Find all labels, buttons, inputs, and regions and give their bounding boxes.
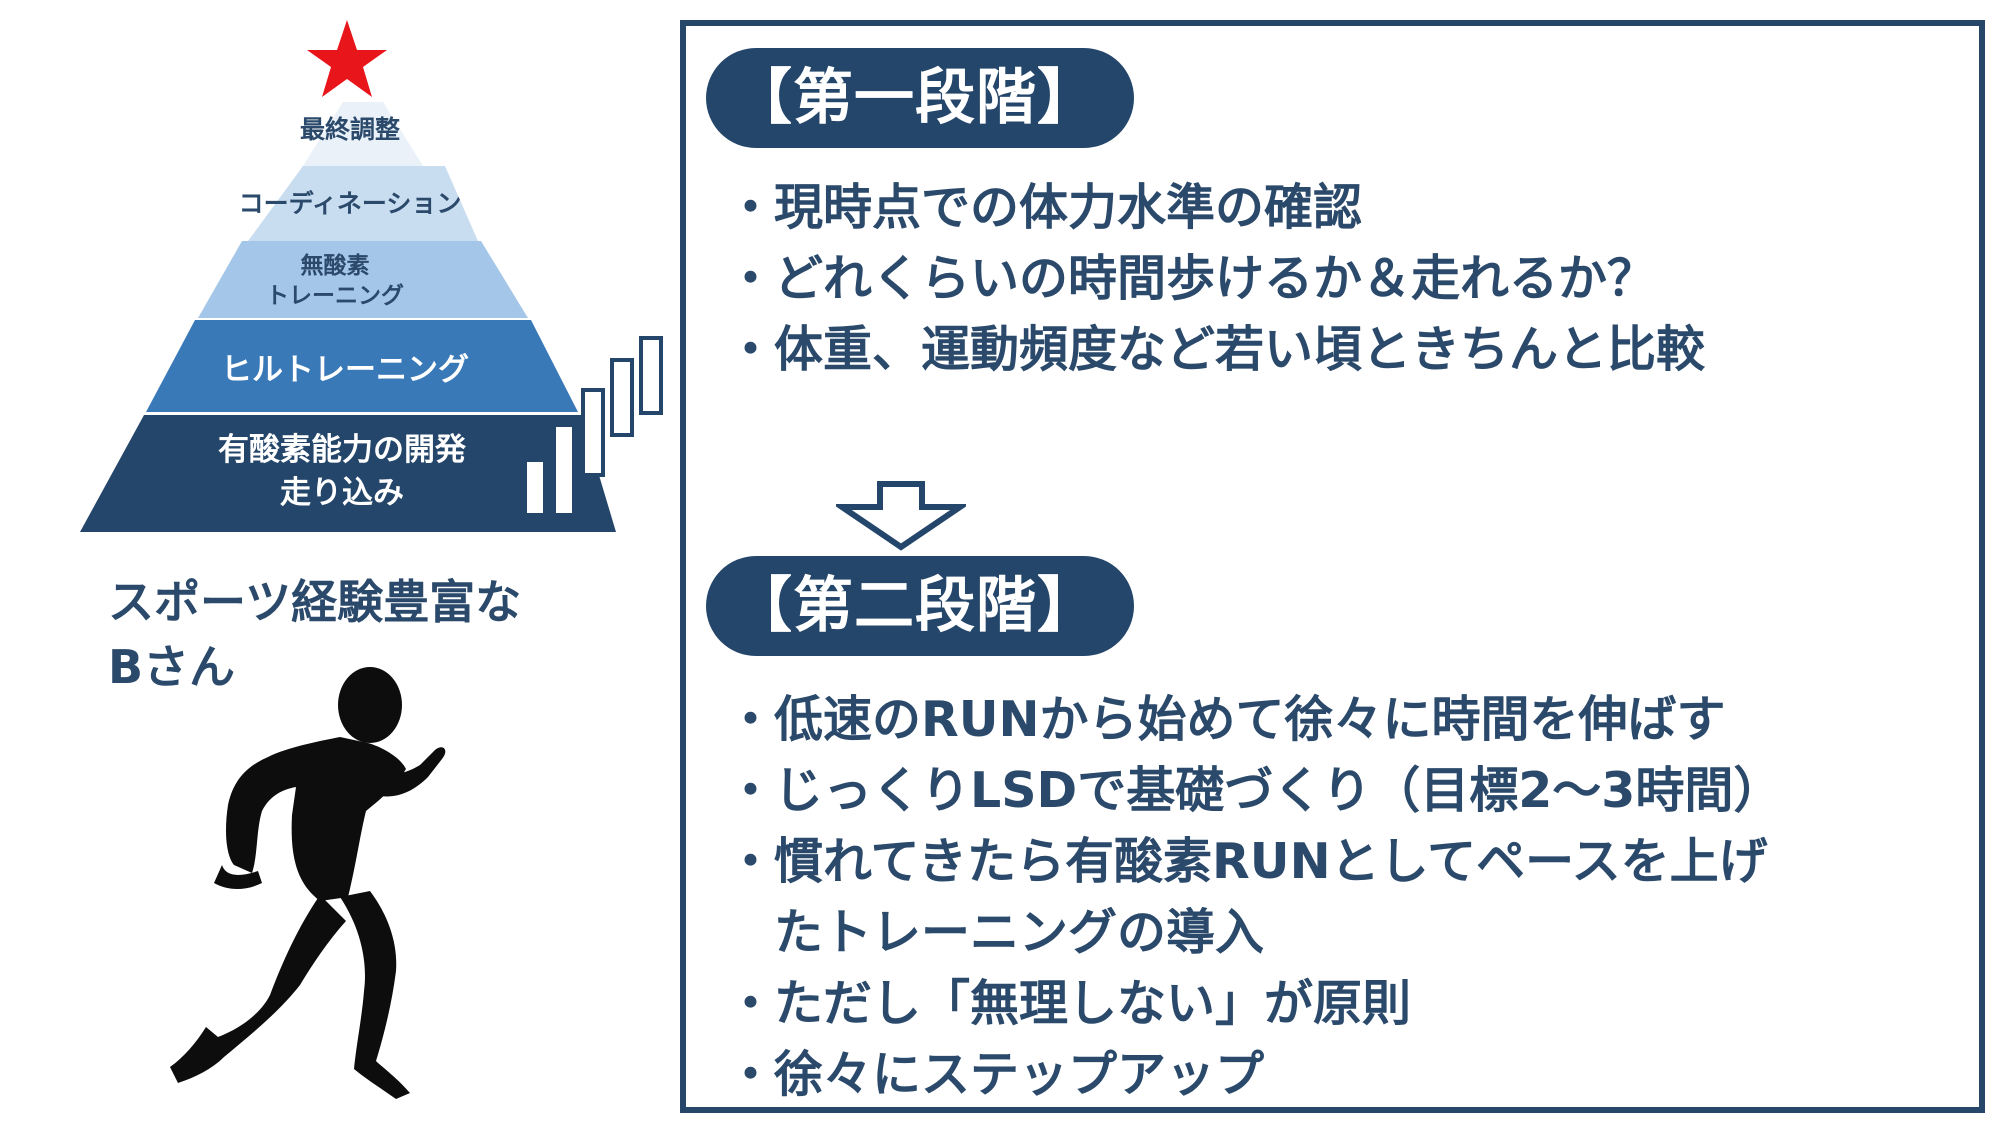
list-item: ・慣れてきたら有酸素RUNとしてペースを上げ たトレーニングの導入 [726, 826, 1782, 968]
pyramid-level-anaerobic [198, 241, 528, 318]
pyramid-level-aerobic [80, 415, 616, 532]
list-item: ・体重、運動頻度など若い頃ときちんと比較 [726, 314, 1705, 385]
bullet: ・ [726, 833, 776, 890]
list-item: ・現時点での体力水準の確認 [726, 172, 1705, 243]
training-pyramid: 最終調整 コーディネーション 無酸素 トレーニング ヒルトレーニング 有酸素能力… [80, 20, 663, 532]
list-item-text: 低速のRUNから始めて徐々に時間を伸ばす [774, 691, 1726, 748]
bullet: ・ [726, 179, 776, 236]
pyramid-level-coordination [248, 166, 478, 241]
bullet: ・ [726, 762, 776, 819]
person-caption-line2: Bさん [108, 640, 236, 695]
pyramid-label-final-adjustment: 最終調整 [300, 115, 400, 144]
training-plan-panel: 【第一段階】 ・現時点での体力水準の確認 ・どれくらいの時間歩けるか＆走れるか？… [680, 20, 1985, 1113]
pyramid-level-final-adjustment [303, 102, 423, 166]
bullet: ・ [726, 975, 776, 1032]
down-arrow-icon [836, 481, 966, 551]
star-icon [307, 20, 387, 97]
list-item-text: 慣れてきたら有酸素RUNとしてペースを上げ たトレーニングの導入 [774, 833, 1768, 961]
list-item-text: 体重、運動頻度など若い頃ときちんと比較 [774, 321, 1706, 378]
pyramid-label-anaerobic-line1: 無酸素 [301, 252, 370, 279]
pyramid-label-coordination: コーディネーション [239, 189, 462, 218]
stage1-list: ・現時点での体力水準の確認 ・どれくらいの時間歩けるか＆走れるか？ ・体重、運動… [726, 172, 1705, 385]
list-item: ・じっくりLSDで基礎づくり（目標2～3時間） [726, 755, 1782, 826]
pyramid-level-hill [146, 320, 578, 412]
pyramid-label-aerobic-line2: 走り込み [280, 475, 404, 511]
bullet: ・ [726, 321, 776, 378]
bullet: ・ [726, 691, 776, 748]
list-item-text: 徐々にステップアップ [774, 1046, 1265, 1103]
list-item: ・低速のRUNから始めて徐々に時間を伸ばす [726, 684, 1782, 755]
bullet: ・ [726, 1046, 776, 1103]
list-item: ・徐々にステップアップ [726, 1039, 1782, 1110]
person-caption: スポーツ経験豊富な Bさん [108, 570, 628, 701]
growth-steps-icon [523, 336, 663, 517]
pyramid-label-anaerobic-line2: トレーニング [266, 282, 404, 309]
list-item-text: どれくらいの時間歩けるか＆走れるか？ [774, 250, 1657, 307]
stage2-list: ・低速のRUNから始めて徐々に時間を伸ばす ・じっくりLSDで基礎づくり（目標2… [726, 684, 1782, 1110]
list-item-text: ただし「無理しない」が原則 [774, 975, 1412, 1032]
list-item-text: 現時点での体力水準の確認 [774, 179, 1363, 236]
pyramid-label-aerobic-line1: 有酸素能力の開発 [218, 432, 467, 468]
person-caption-line1: スポーツ経験豊富な [108, 575, 522, 629]
bullet: ・ [726, 250, 776, 307]
stage1-header: 【第一段階】 [706, 48, 1134, 148]
pyramid-label-hill: ヒルトレーニング [221, 352, 469, 388]
stage2-header: 【第二段階】 [706, 556, 1134, 656]
list-item-text: じっくりLSDで基礎づくり（目標2～3時間） [774, 762, 1783, 819]
list-item: ・ただし「無理しない」が原則 [726, 968, 1782, 1039]
list-item: ・どれくらいの時間歩けるか＆走れるか？ [726, 243, 1705, 314]
runner-silhouette-icon [170, 667, 446, 1099]
